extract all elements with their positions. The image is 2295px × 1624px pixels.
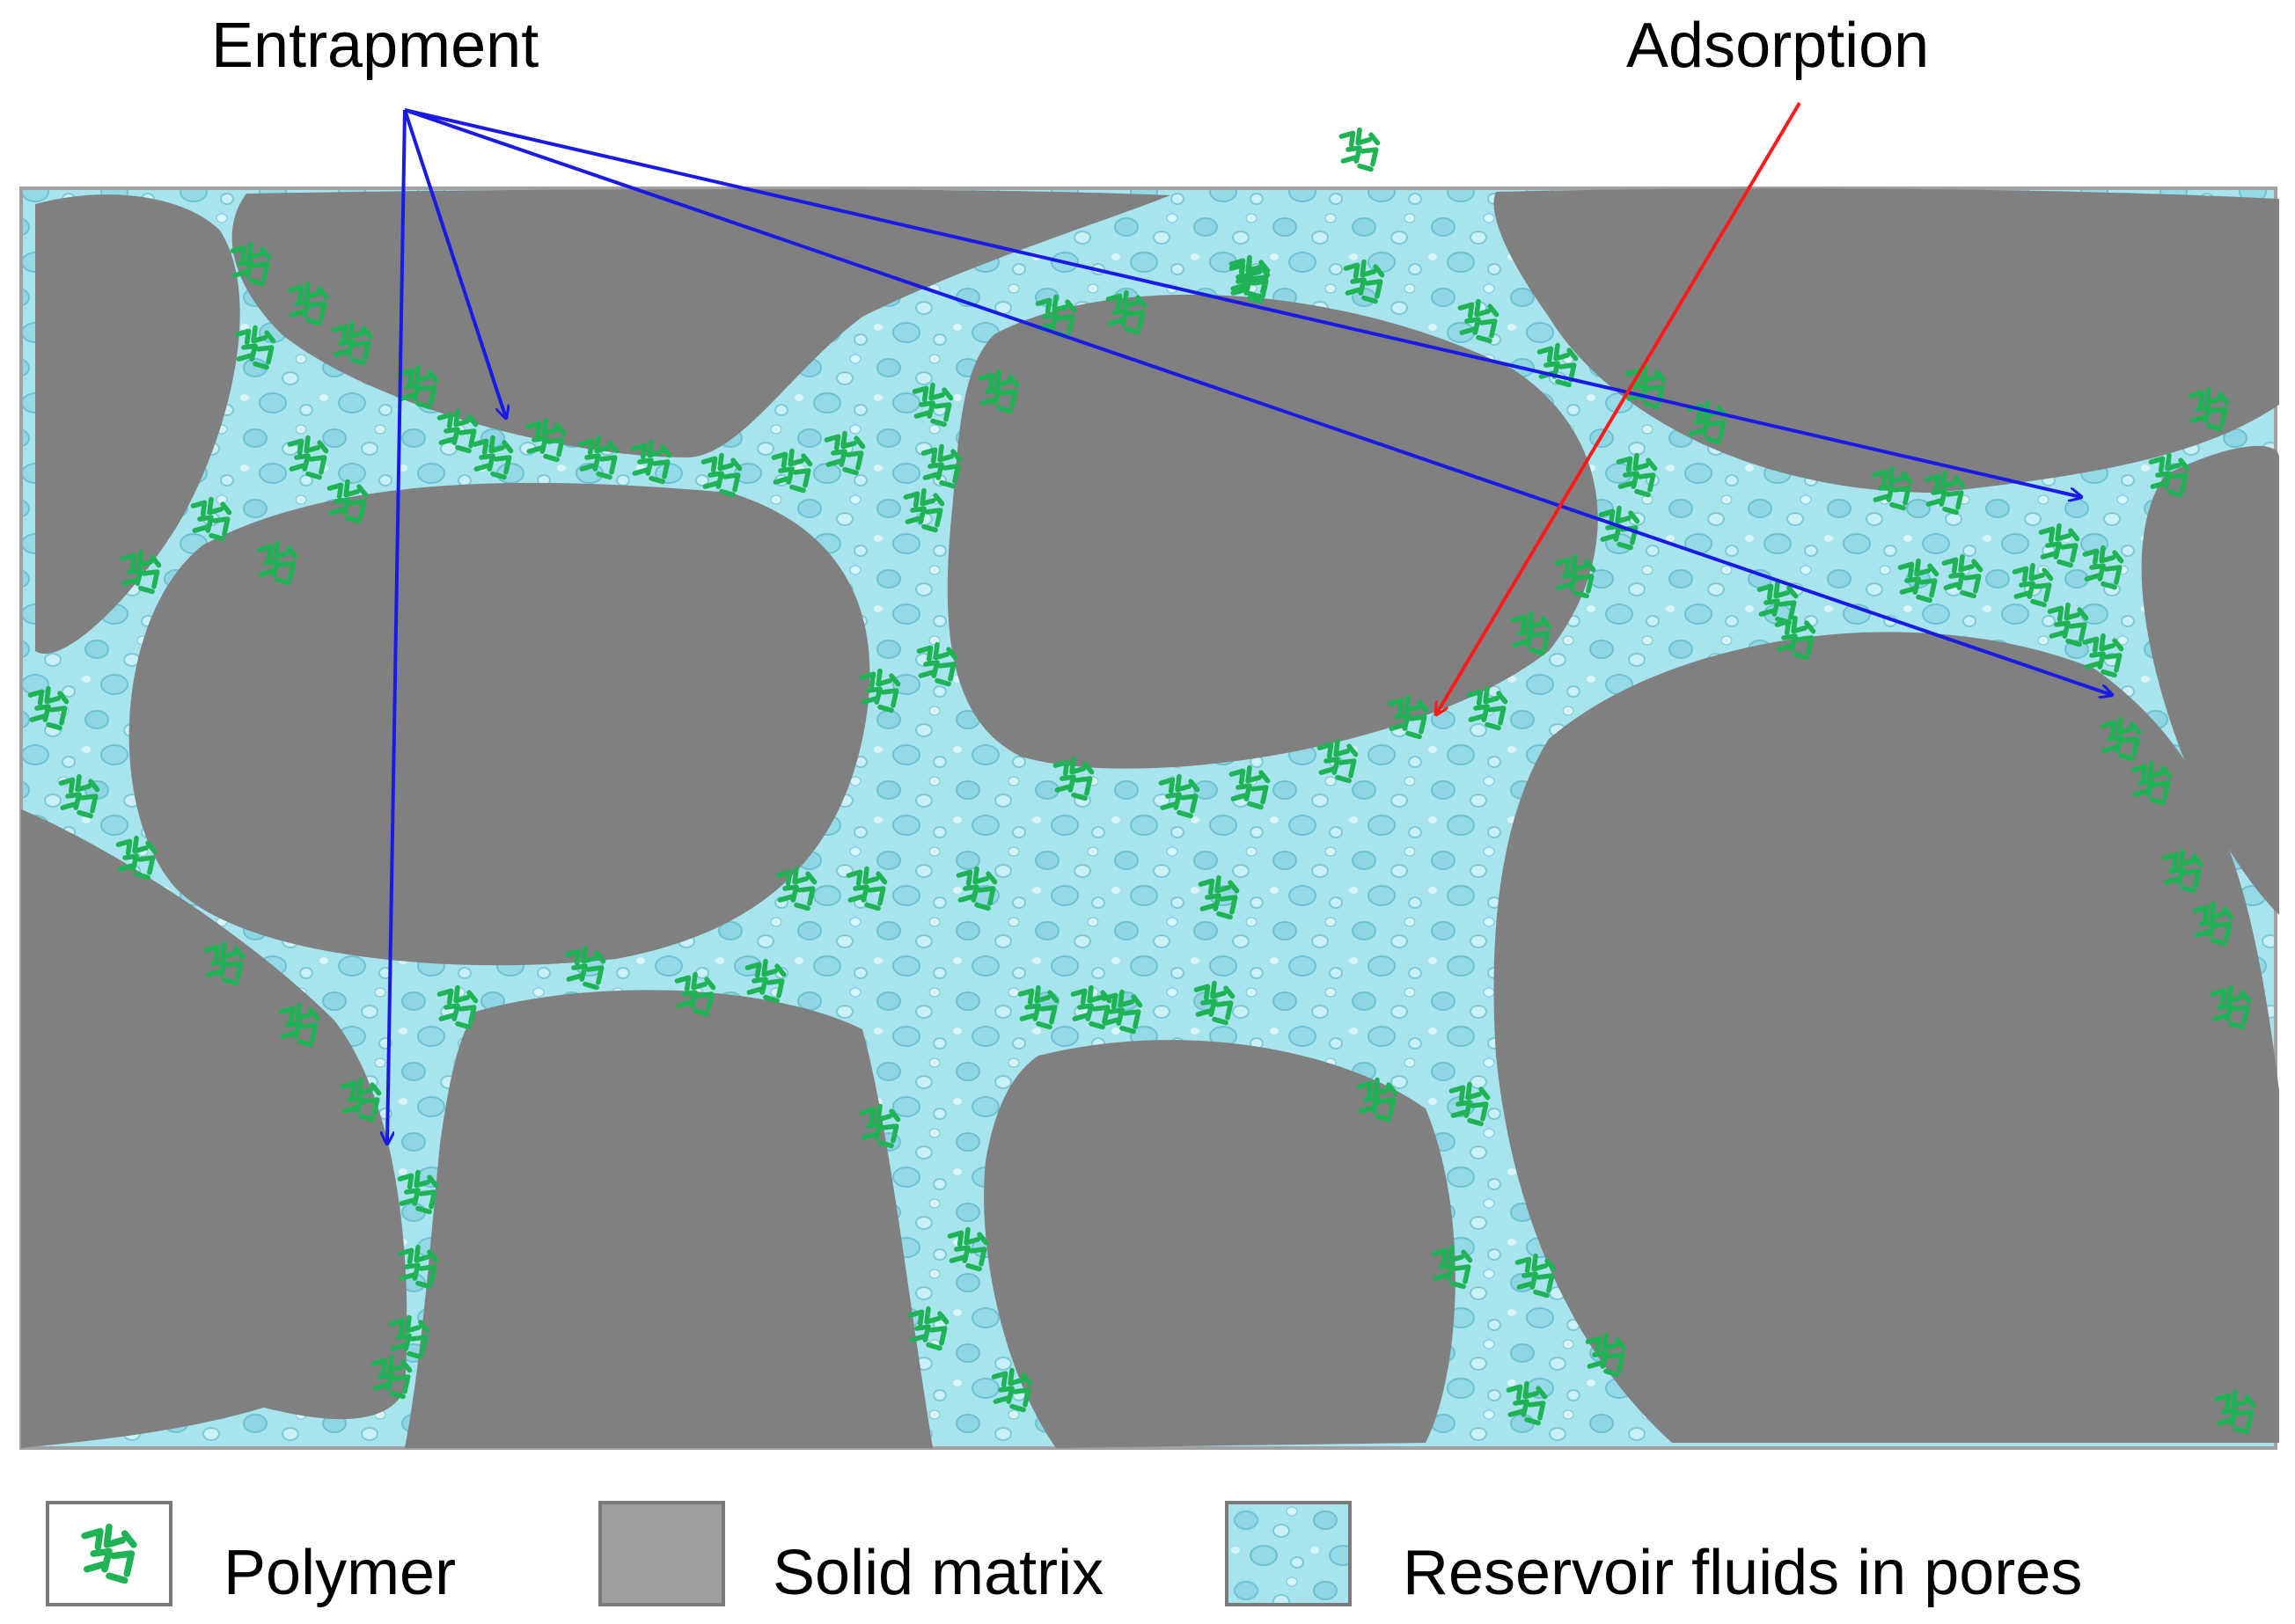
adsorption-label: Adsorption [1626,11,1930,81]
fluid-texture-icon [1228,1504,1348,1603]
entrapment-label: Entrapment [211,11,539,81]
entrapment-arrow [403,109,506,418]
grain [21,809,407,1448]
legend-solid-matrix-label: Solid matrix [773,1538,1104,1608]
legend-polymer-label: Polymer [224,1538,457,1608]
entrapment-arrow [404,108,2081,497]
grain [231,189,1170,457]
polymer-coil-icon [76,1520,143,1587]
adsorption-arrow [1436,101,1801,714]
polymer-molecule-icon [1341,130,1377,170]
grain [2141,445,2279,915]
legend-solid-matrix-swatch [598,1501,725,1606]
grain [947,294,1598,769]
entrapment-arrows [387,108,2112,1144]
solid-matrix-grains [21,188,2279,1448]
grain [984,1040,1455,1448]
legend-reservoir-fluids-label: Reservoir fluids in pores [1403,1538,2083,1608]
grain [128,482,870,966]
grain [1493,188,2279,494]
entrapment-arrow [387,109,407,1144]
entrapment-arrow [404,108,2112,695]
grain [1493,632,2279,1443]
legend-polymer-swatch [46,1501,172,1606]
grain [405,990,933,1448]
grain [35,194,240,655]
legend-reservoir-fluids-swatch [1225,1501,1352,1606]
